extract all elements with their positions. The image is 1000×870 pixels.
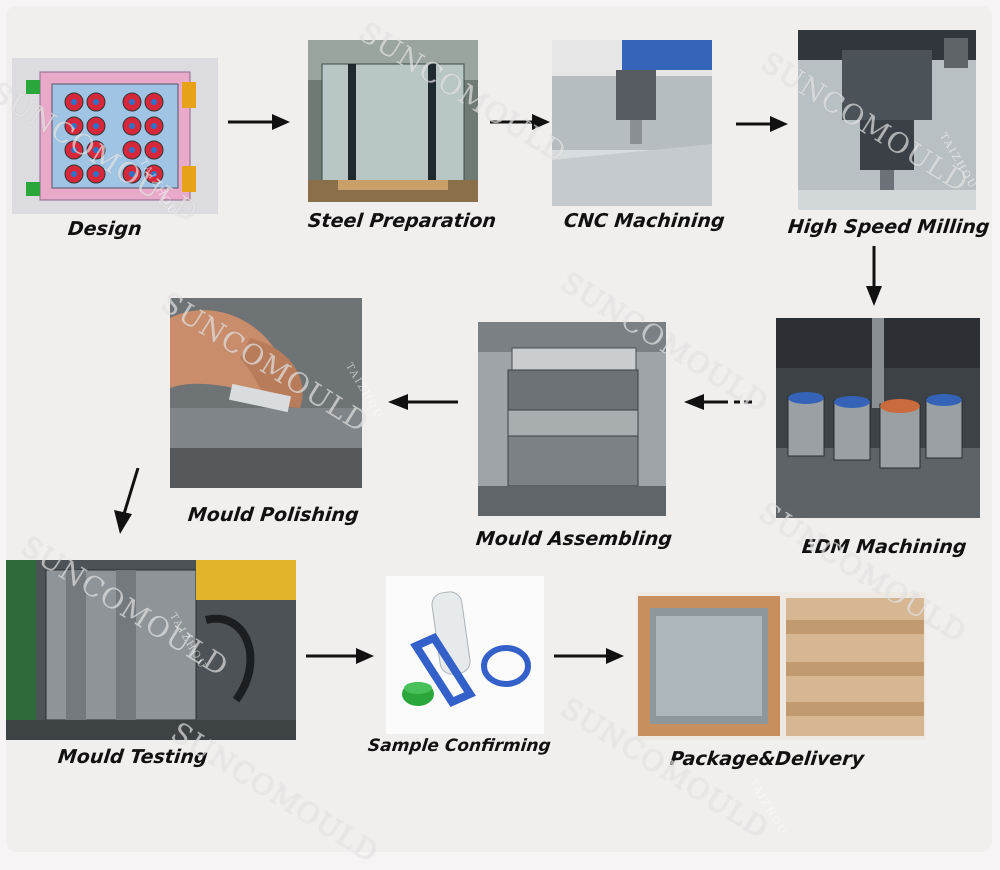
step-label-mould-testing: Mould Testing [56, 746, 209, 768]
step-label-sample-confirming: Sample Confirming [366, 736, 552, 756]
step-label-mould-polishing: Mould Polishing [186, 504, 360, 526]
arrow-down-left-icon [110, 468, 144, 534]
step-label-steel-preparation: Steel Preparation [306, 210, 498, 232]
step-label-high-speed-milling: High Speed Milling [786, 216, 991, 238]
arrow-right-icon [228, 112, 290, 132]
mould-polishing-image [170, 298, 362, 488]
package-delivery-image [636, 592, 926, 740]
step-label-mould-assembling: Mould Assembling [474, 528, 674, 550]
arrow-right-icon [736, 114, 788, 134]
arrow-left-icon [684, 392, 752, 412]
cnc-machining-image [552, 40, 712, 206]
arrow-right-icon [490, 112, 550, 132]
step-label-package-delivery: Package&Delivery [668, 748, 866, 770]
design-image [12, 58, 218, 214]
watermark-city: TAIZHOU [747, 777, 789, 838]
process-flow-diagram: Design Steel Preparation CNC Machining [0, 6, 992, 870]
arrow-right-icon [306, 646, 374, 666]
arrow-left-icon [388, 392, 458, 412]
steel-preparation-image [308, 40, 478, 202]
mould-assembling-image [478, 322, 666, 516]
arrow-right-icon [554, 646, 624, 666]
arrow-down-icon [864, 246, 884, 306]
mould-testing-image [6, 560, 296, 740]
high-speed-milling-image [798, 30, 976, 210]
step-label-edm-machining: EDM Machining [800, 536, 968, 558]
sample-confirming-image [386, 576, 544, 734]
edm-machining-image [776, 318, 980, 518]
step-label-design: Design [66, 218, 143, 240]
step-label-cnc-machining: CNC Machining [562, 210, 726, 232]
